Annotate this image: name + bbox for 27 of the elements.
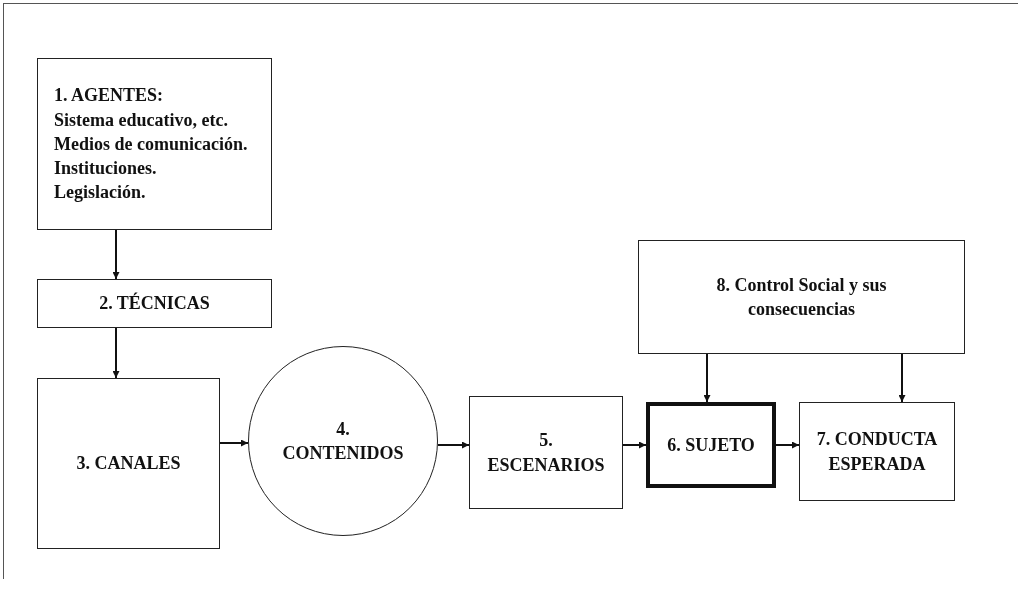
arrow <box>622 441 647 449</box>
process-box <box>37 279 272 328</box>
arrow <box>436 441 470 449</box>
arrow <box>703 353 711 403</box>
node-title: 8. Control Social y sus consecuencias <box>715 273 888 321</box>
node-text: Instituciones. <box>54 157 157 181</box>
node-title: 2. TÉCNICAS <box>99 291 210 316</box>
process-box <box>799 402 955 501</box>
process-box <box>37 378 220 549</box>
arrow <box>112 229 120 280</box>
node-title: 6. SUJETO <box>667 433 755 457</box>
node-title: 5. ESCENARIOS <box>486 429 606 477</box>
node-text: Legislación. <box>54 181 146 205</box>
node-title: 1. AGENTES: <box>54 84 164 108</box>
node-title: 3. CANALES <box>76 452 181 476</box>
process-box <box>638 240 965 354</box>
node-title: 4. CONTENIDOS <box>281 417 405 465</box>
node-text: Medios de comunicación. <box>54 132 248 156</box>
arrow <box>219 439 249 447</box>
arrow <box>112 327 120 379</box>
node-title: 7. CONDUCTA ESPERADA <box>815 428 939 476</box>
process-box <box>469 396 623 509</box>
arrow <box>775 441 800 449</box>
arrow <box>898 353 906 403</box>
process-box <box>37 58 272 230</box>
process-box <box>646 402 776 488</box>
node-text: Sistema educativo, etc. <box>54 108 228 132</box>
